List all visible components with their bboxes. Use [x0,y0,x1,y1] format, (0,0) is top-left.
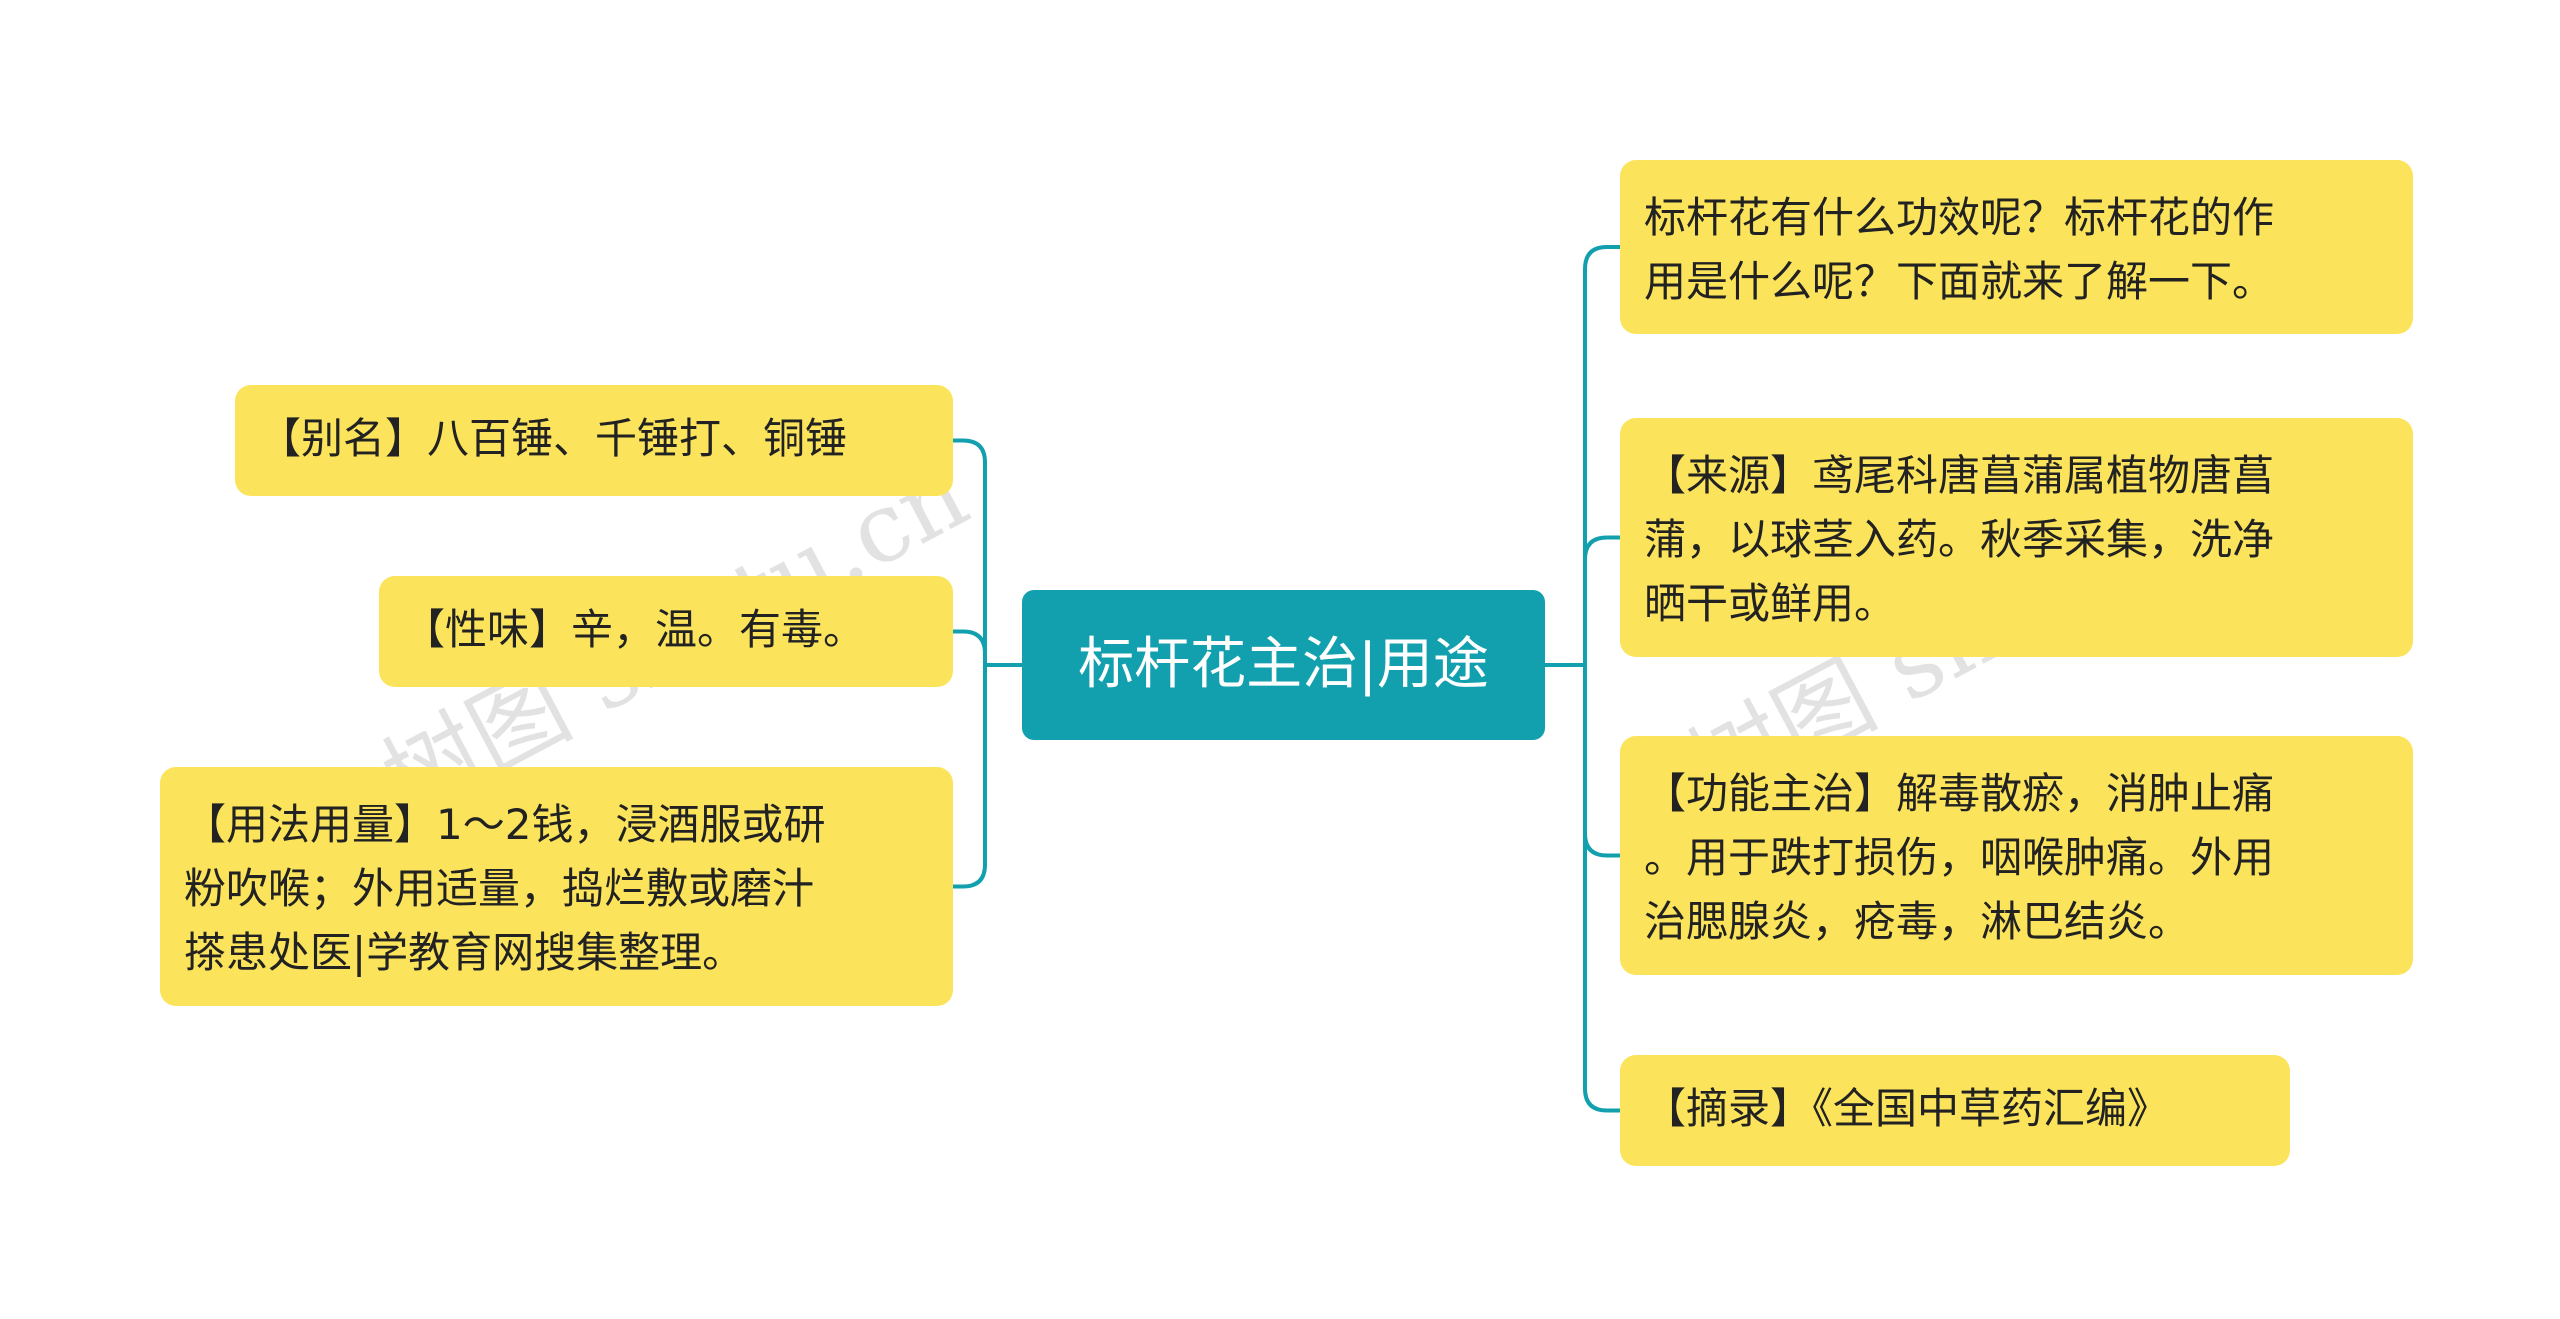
node-line: 标杆花有什么功效呢？标杆花的作 [1644,193,2275,242]
link-node-taste [953,629,987,665]
node-line: 用是什么呢？下面就来了解一下。 [1644,257,2275,306]
node-line: 晒干或鲜用。 [1644,579,1897,628]
node-line: 【性味】辛，温。有毒。 [403,605,866,654]
root-node[interactable]: 标杆花主治|用途 [1022,590,1545,740]
node-function[interactable]: 【功能主治】解毒散瘀，消肿止痛 。用于跌打损伤，咽喉肿痛。外用 治腮腺炎，疮毒，… [1620,736,2413,975]
node-line: 【来源】鸢尾科唐菖蒲属植物唐菖 [1644,451,2275,500]
node-source[interactable]: 【来源】鸢尾科唐菖蒲属植物唐菖 蒲，以球茎入药。秋季采集，洗净 晒干或鲜用。 [1620,418,2413,657]
node-excerpt[interactable]: 【摘录】《全国中草药汇编》 [1620,1055,2290,1166]
node-taste[interactable]: 【性味】辛，温。有毒。 [379,576,953,687]
link-node-alias [953,438,987,665]
link-node-source [1583,535,1620,665]
link-node-function [1583,665,1620,858]
node-line: 【别名】八百锤、千锤打、铜锤 [259,414,848,463]
node-line: 。用于跌打损伤，咽喉肿痛。外用 [1644,833,2275,882]
node-line: 蒲，以球茎入药。秋季采集，洗净 [1644,515,2275,564]
node-intro[interactable]: 标杆花有什么功效呢？标杆花的作 用是什么呢？下面就来了解一下。 [1620,160,2413,334]
node-line: 搽患处医|学教育网搜集整理。 [184,928,745,977]
node-line: 治腮腺炎，疮毒，淋巴结炎。 [1644,897,2191,946]
link-node-excerpt [1583,665,1620,1113]
node-line: 【功能主治】解毒散瘀，消肿止痛 [1644,769,2275,818]
node-alias[interactable]: 【别名】八百锤、千锤打、铜锤 [235,385,953,496]
node-line: 【摘录】《全国中草药汇编》 [1644,1084,2170,1133]
link-node-intro [1583,245,1620,665]
node-line: 【用法用量】1～2钱，浸酒服或研 [184,800,826,849]
link-node-usage [953,665,987,889]
node-usage[interactable]: 【用法用量】1～2钱，浸酒服或研 粉吹喉；外用适量，捣烂敷或磨汁 搽患处医|学教… [160,767,953,1006]
node-line: 粉吹喉；外用适量，捣烂敷或磨汁 [184,864,815,913]
